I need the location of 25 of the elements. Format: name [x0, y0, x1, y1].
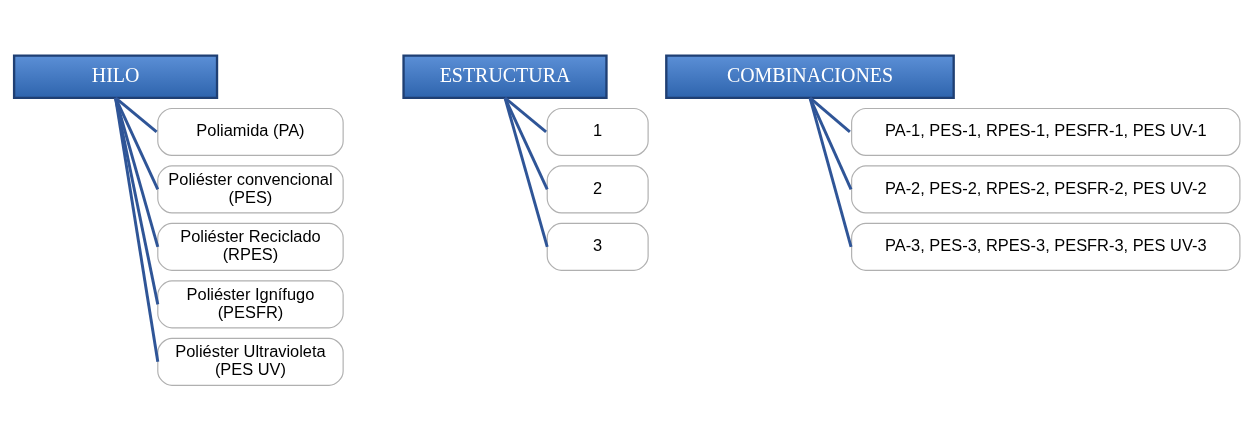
- node-box: Poliamida (PA): [157, 107, 344, 156]
- connector: [503, 97, 549, 248]
- connector: [503, 97, 549, 191]
- node-box: HILO: [12, 54, 219, 100]
- connector: [808, 97, 853, 248]
- connector: [809, 96, 851, 134]
- node-box: Poliéster Ignífugo (PESFR): [157, 280, 344, 329]
- node-box: PA-3, PES-3, RPES-3, PESFR-3, PES UV-3: [851, 222, 1241, 271]
- connector: [114, 97, 160, 305]
- node-box: Poliéster Ultravioleta (PES UV): [157, 337, 344, 386]
- node-box: Poliéster convencional (PES): [157, 165, 344, 214]
- node-box: 2: [546, 165, 649, 214]
- node-box: 3: [546, 222, 649, 271]
- connector: [114, 97, 160, 363]
- node-box: COMBINACIONES: [665, 54, 955, 100]
- node-box: ESTRUCTURA: [402, 54, 608, 100]
- node-box: PA-1, PES-1, RPES-1, PESFR-1, PES UV-1: [851, 107, 1241, 156]
- node-box: PA-2, PES-2, RPES-2, PESFR-2, PES UV-2: [851, 165, 1241, 214]
- connector: [114, 97, 160, 248]
- node-box: 1: [546, 107, 649, 156]
- connector: [114, 96, 158, 134]
- connector: [114, 97, 160, 191]
- connector: [504, 96, 547, 134]
- connector: [808, 97, 853, 190]
- node-box: Poliéster Reciclado (RPES): [157, 222, 344, 271]
